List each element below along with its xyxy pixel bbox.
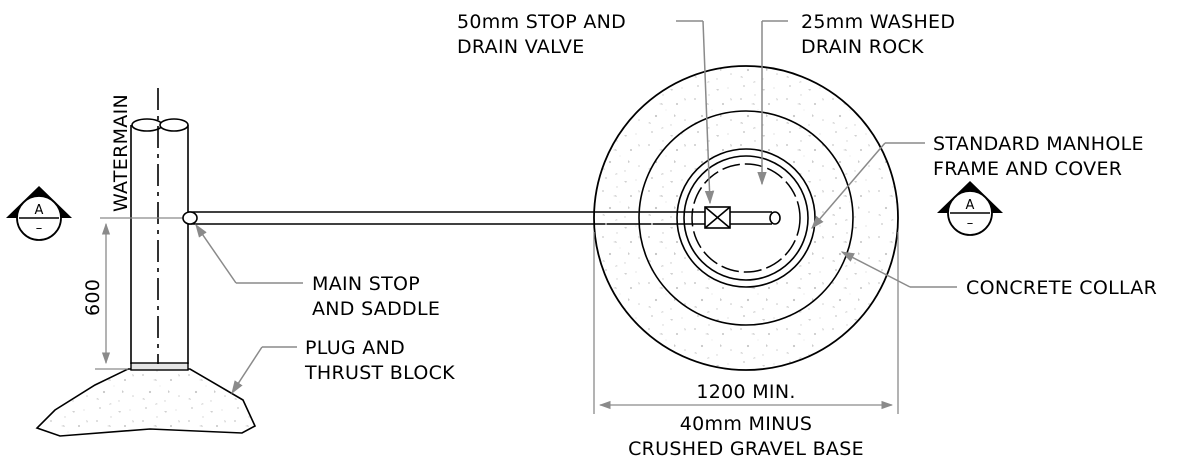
manhole-label-1: STANDARD MANHOLE: [933, 133, 1144, 155]
gravel-base-label-2: CRUSHED GRAVEL BASE: [628, 438, 864, 460]
plug-cap: [130, 362, 189, 371]
section-marker-left: A –: [6, 186, 72, 241]
section-marker-left-letter: A: [35, 203, 44, 218]
stop-drain-valve-icon: [704, 206, 731, 229]
main-stop-saddle: [182, 211, 198, 225]
valve-label-2: DRAIN VALVE: [457, 36, 585, 58]
collar-label: CONCRETE COLLAR: [966, 277, 1157, 299]
section-marker-right: A –: [937, 181, 1003, 236]
depth-dimension-label: 600: [82, 279, 104, 316]
main-stop-label-1: MAIN STOP: [312, 273, 420, 295]
gravel-base-label-1: 40mm MINUS: [680, 413, 812, 435]
thrust-block: [35, 362, 257, 437]
depth-dimension: 600: [82, 217, 195, 370]
valve-leader: [676, 20, 715, 205]
main-stop-label-2: AND SADDLE: [312, 298, 440, 320]
section-marker-left-sheet: –: [36, 221, 43, 236]
plug-leader: [231, 346, 297, 395]
manhole-frame-cover: [676, 148, 816, 288]
section-marker-right-letter: A: [966, 198, 975, 213]
section-marker-right-sheet: –: [967, 216, 974, 231]
manhole-label-2: FRAME AND COVER: [933, 158, 1122, 180]
main-stop-leader: [195, 223, 303, 284]
drain-rock-leader: [757, 20, 788, 186]
width-dimension-label: 1200 MIN.: [696, 381, 795, 403]
watermain-label: WATERMAIN: [110, 94, 132, 212]
width-dimension: 1200 MIN.: [593, 232, 899, 414]
valve-label-1: 50mm STOP AND: [457, 11, 626, 33]
manhole-leader: [811, 142, 925, 230]
plug-label-1: PLUG AND: [305, 337, 405, 359]
plug-label-2: THRUST BLOCK: [304, 362, 455, 384]
drain-rock-label-2: DRAIN ROCK: [801, 36, 924, 58]
collar-leader: [840, 251, 957, 288]
watermain-pipe: [130, 88, 189, 364]
drain-rock-label-1: 25mm WASHED: [801, 11, 955, 33]
